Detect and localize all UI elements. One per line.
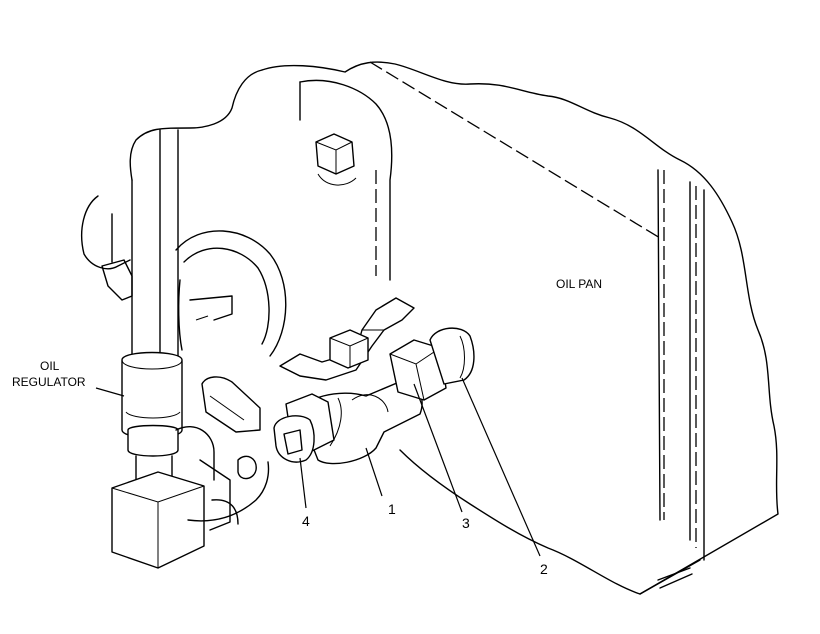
leader-1 (365, 447, 383, 497)
callout-3: 3 (462, 515, 470, 531)
lower-block-fitting (111, 376, 270, 569)
leader-oil-regulator (95, 387, 125, 397)
square-plug (273, 393, 335, 463)
leader-4 (299, 457, 307, 509)
round-port (175, 230, 287, 357)
hex-nut-fitting (389, 327, 475, 401)
callout-leaders (95, 377, 541, 557)
oil-regulator-label-line2: REGULATOR (12, 375, 86, 389)
oil-regulator-label-line1: OIL (40, 359, 60, 373)
leader-3 (413, 383, 463, 513)
valve-handle (279, 297, 415, 381)
callout-1: 1 (388, 501, 396, 517)
oil-pan-label: OIL PAN (556, 277, 602, 291)
leader-2 (461, 377, 541, 557)
oil-pan-housing (129, 61, 779, 595)
oil-regulator-pipe (81, 129, 183, 487)
callout-2: 2 (540, 561, 548, 577)
callout-4: 4 (302, 513, 310, 529)
mounting-flange (299, 79, 393, 281)
